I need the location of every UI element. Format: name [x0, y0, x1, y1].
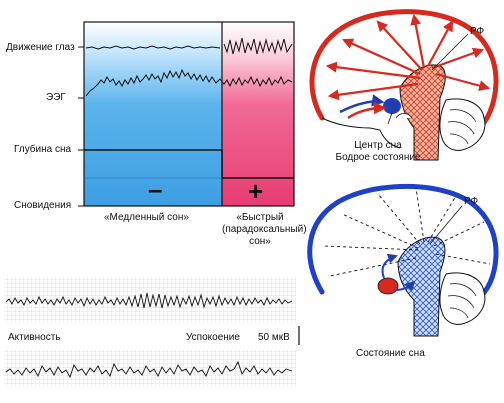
- label-calm: Успокоение: [186, 332, 240, 343]
- label-eeg: ЭЭГ: [46, 92, 66, 103]
- sleep-depth-line: [84, 149, 294, 179]
- awake-center-pointer: [387, 112, 393, 125]
- sleep-cortex-outline: [307, 183, 499, 303]
- sleep-inhibition-lines: [323, 187, 491, 277]
- label-activity: Активность: [8, 332, 61, 343]
- slow-sleep-panel: [84, 22, 222, 206]
- sleep-blue-arrow-up: [381, 253, 398, 279]
- eeg-calm-trace: [5, 360, 293, 379]
- sleep-reticular-formation: [397, 236, 446, 337]
- awake-center-label-1: Центр сна: [354, 140, 402, 151]
- awake-center-label-2: Бодрое состояние: [335, 152, 421, 163]
- label-fast-sleep-1: «Быстрый: [236, 212, 284, 223]
- label-scale: 50 мкВ: [258, 332, 290, 343]
- eeg-trace: [85, 68, 293, 97]
- fast-sleep-panel: [222, 22, 294, 206]
- brain-awake-diagram: [309, 9, 499, 161]
- sleep-state-label: Состояние сна: [356, 348, 425, 359]
- awake-brain-inner: [321, 117, 401, 149]
- axis-ticks: [78, 46, 84, 207]
- awake-rf-label: РФ: [470, 26, 485, 37]
- sleep-rf-pointer: [429, 205, 463, 245]
- awake-sleep-center: [383, 98, 401, 114]
- eeg-strip-activity: [4, 276, 296, 322]
- awake-reticular-formation: [399, 64, 446, 161]
- awake-cortex-outline: [309, 9, 499, 133]
- label-fast-sleep-3: сон»: [249, 236, 271, 247]
- dreams-plus-sign: +: [248, 176, 264, 206]
- chart-frame: [83, 21, 295, 207]
- sleep-phase-chart: [78, 21, 295, 207]
- label-fast-sleep-2: (парадоксальный): [222, 224, 307, 235]
- label-sleep-depth: Глубина сна: [14, 144, 72, 155]
- sleep-center-active: [377, 277, 399, 295]
- sleep-cerebellum: [439, 272, 486, 325]
- awake-rf-pointer: [431, 33, 469, 71]
- eye-movement-trace-slow: [85, 45, 221, 50]
- awake-activation-arrows: [325, 13, 491, 101]
- eye-movement-trace-fast: [223, 37, 293, 55]
- sleep-rf-label: РФ: [464, 196, 479, 207]
- eeg-activity-trace: [5, 292, 293, 309]
- label-eye-movement: Движение глаз: [6, 42, 75, 53]
- eeg-strip-calm: [4, 350, 296, 386]
- brain-sleep-diagram: [307, 183, 499, 337]
- label-dreams: Сновидения: [14, 200, 72, 211]
- label-slow-sleep: «Медленный сон»: [104, 212, 189, 223]
- awake-red-arrow: [347, 101, 387, 120]
- awake-blue-arrow: [339, 94, 385, 114]
- awake-cerebellum: [439, 98, 486, 151]
- sleep-blue-arrow-side: [395, 280, 416, 292]
- dreams-minus-sign: –: [148, 174, 163, 204]
